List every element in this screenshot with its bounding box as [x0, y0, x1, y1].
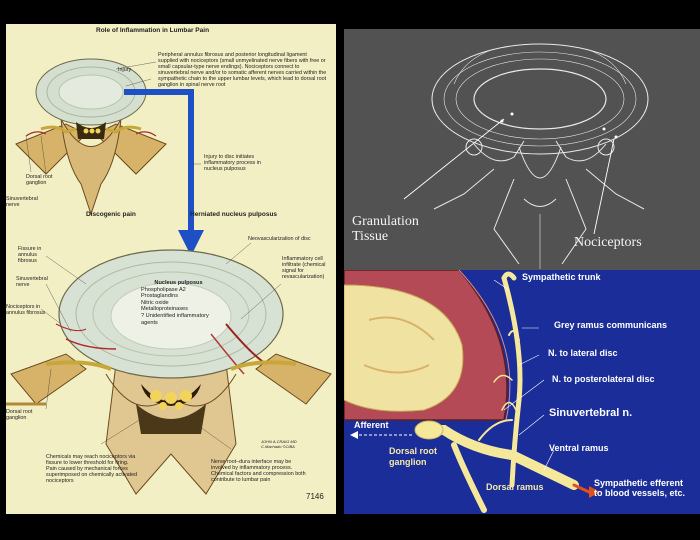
disc-cross-section [344, 270, 511, 421]
sinuvertebral-nerve-mid-label: Sinuvertebral nerve [16, 276, 48, 288]
annulus-nociceptor-annotation: Peripheral annulus fibrosus and posterio… [158, 52, 327, 88]
nociceptor-dots [500, 112, 618, 139]
herniated-np-heading: Herniated nucleus pulposus [190, 211, 278, 218]
inflammation-flow-arrow [124, 89, 204, 256]
nociceptors-annulus-label: Nociceptors in annulus fibrosus [6, 304, 46, 316]
sinuvertebral-n-label: Sinuvertebral n. [549, 407, 633, 419]
neovascularization-label: Neovascularization of disc [248, 236, 311, 242]
afferent-label: Afferent [354, 420, 389, 430]
sympathetic-efferent-label: Sympathetic efferent to blood vessels, e… [594, 478, 686, 498]
bottom-leader-lines [493, 279, 555, 471]
dorsal-ramus-label: Dorsal ramus [486, 482, 544, 492]
left-anatomy-drawing [6, 58, 332, 495]
sympathetic-trunk-label: Sympathetic trunk [522, 272, 601, 282]
dorsal-root-ganglion-label: Dorsal root ganglion [389, 446, 438, 467]
top-vertebra [15, 58, 167, 216]
sinuvertebral-nerve-top-label: Sinuvertebral nerve [6, 196, 38, 208]
artist-signature: JOHN A.CRAIG MD C.Machado ©CIBA [261, 439, 297, 449]
bottom-vertebra [6, 249, 332, 495]
nerve-root-note: Nerve root–dura interface may be involve… [211, 459, 306, 483]
inflammatory-infiltrate-label: Inflammatory cell infiltrate (chemical s… [282, 256, 326, 280]
nerve-supply-panel: Sympathetic trunk Grey ramus communicans… [344, 270, 700, 514]
nucleus-pulposus-box: Nucleus pulposus Phospholipase A2 Prosta… [141, 280, 216, 326]
nerve-supply-diagram [344, 270, 600, 513]
np-item: ? Unidentified inflammatory agents [141, 312, 209, 326]
sketch-vertebra-drawing [403, 43, 649, 269]
ventral-ramus-label: Ventral ramus [549, 443, 609, 453]
n-lateral-disc-label: N. to lateral disc [548, 348, 618, 358]
granulation-tissue-label: Granulation Tissue [352, 214, 419, 244]
injury-note: Injury to disc initiates inflammatory pr… [204, 154, 261, 172]
injury-label: Injury [118, 67, 132, 73]
np-item: Nitric oxide [141, 299, 169, 306]
left-leader-lines [25, 61, 282, 450]
nerve-paths [419, 271, 591, 513]
afferent-arrowhead [350, 431, 358, 439]
grey-ramus-label: Grey ramus communicans [554, 320, 668, 330]
nociceptors-label: Nociceptors [574, 235, 642, 250]
dorsal-root-ganglion-bottom-label: Dorsal root ganglion [6, 409, 33, 421]
np-item: Prostaglandins [141, 293, 179, 300]
plate-number: 7146 [306, 492, 324, 501]
left-illustration-panel: Role of Inflammation in Lumbar Pain Peri… [6, 24, 336, 514]
nucleus-pulposus-title: Nucleus pulposus [154, 280, 203, 286]
chemicals-note: Chemicals may reach nociceptors via fiss… [46, 454, 138, 484]
fissure-label: Fissure in annulus fibrosus [18, 246, 42, 264]
efferent-arrowhead [589, 486, 600, 498]
left-title: Role of Inflammation in Lumbar Pain [96, 27, 210, 34]
dorsal-root-ganglion-top-label: Dorsal root ganglion [26, 174, 53, 186]
discogenic-pain-heading: Discogenic pain [86, 211, 136, 218]
np-item: Metalloproteinases [141, 306, 188, 313]
n-posterolateral-disc-label: N. to posterolateral disc [552, 374, 655, 384]
ganglion-shape [414, 420, 444, 440]
granulation-tissue-panel: Granulation Tissue Nociceptors [344, 29, 700, 270]
label-leader-lines [403, 118, 615, 235]
np-item: Phospholipase A2 [141, 286, 186, 293]
